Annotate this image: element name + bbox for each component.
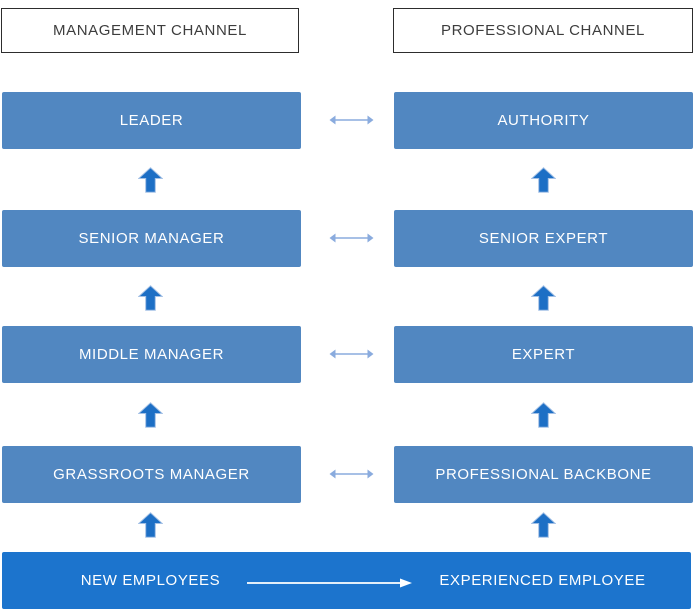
up-arrow-icon — [531, 285, 556, 311]
left-right-arrow-icon — [329, 233, 374, 243]
up-arrow-icon — [138, 402, 163, 428]
level-box-senior-manager: SENIOR MANAGER — [2, 210, 301, 267]
level-label: GRASSROOTS MANAGER — [53, 466, 250, 483]
level-box-leader: LEADER — [2, 92, 301, 149]
level-box-grassroots-manager: GRASSROOTS MANAGER — [2, 446, 301, 503]
level-label: EXPERT — [511, 346, 576, 363]
management-channel-title: MANAGEMENT CHANNEL — [53, 22, 247, 39]
up-arrow-icon — [531, 512, 556, 538]
left-right-arrow-icon — [329, 469, 374, 479]
level-label: PROFESSIONAL BACKBONE — [435, 466, 652, 483]
level-box-senior-expert: SENIOR EXPERT — [394, 210, 693, 267]
employee-progression-bar: NEW EMPLOYEES EXPERIENCED EMPLOYEE — [2, 552, 691, 609]
level-label: MIDDLE MANAGER — [78, 346, 225, 363]
level-label: SENIOR EXPERT — [478, 230, 609, 247]
level-box-expert: EXPERT — [394, 326, 693, 383]
left-right-arrow-icon — [329, 349, 374, 359]
professional-channel-title: PROFESSIONAL CHANNEL — [441, 22, 645, 39]
management-channel-header: MANAGEMENT CHANNEL — [1, 8, 299, 53]
right-arrow-icon — [247, 578, 412, 588]
experienced-employee-label: EXPERIENCED EMPLOYEE — [439, 572, 646, 589]
up-arrow-icon — [531, 167, 556, 193]
level-box-authority: AUTHORITY — [394, 92, 693, 149]
up-arrow-icon — [531, 402, 556, 428]
level-label: LEADER — [119, 112, 184, 129]
up-arrow-icon — [138, 167, 163, 193]
up-arrow-icon — [138, 285, 163, 311]
level-label: AUTHORITY — [497, 112, 590, 129]
left-right-arrow-icon — [329, 115, 374, 125]
level-box-professional-backbone: PROFESSIONAL BACKBONE — [394, 446, 693, 503]
professional-channel-header: PROFESSIONAL CHANNEL — [393, 8, 693, 53]
level-box-middle-manager: MIDDLE MANAGER — [2, 326, 301, 383]
new-employees-label: NEW EMPLOYEES — [80, 572, 221, 589]
level-label: SENIOR MANAGER — [78, 230, 225, 247]
up-arrow-icon — [138, 512, 163, 538]
